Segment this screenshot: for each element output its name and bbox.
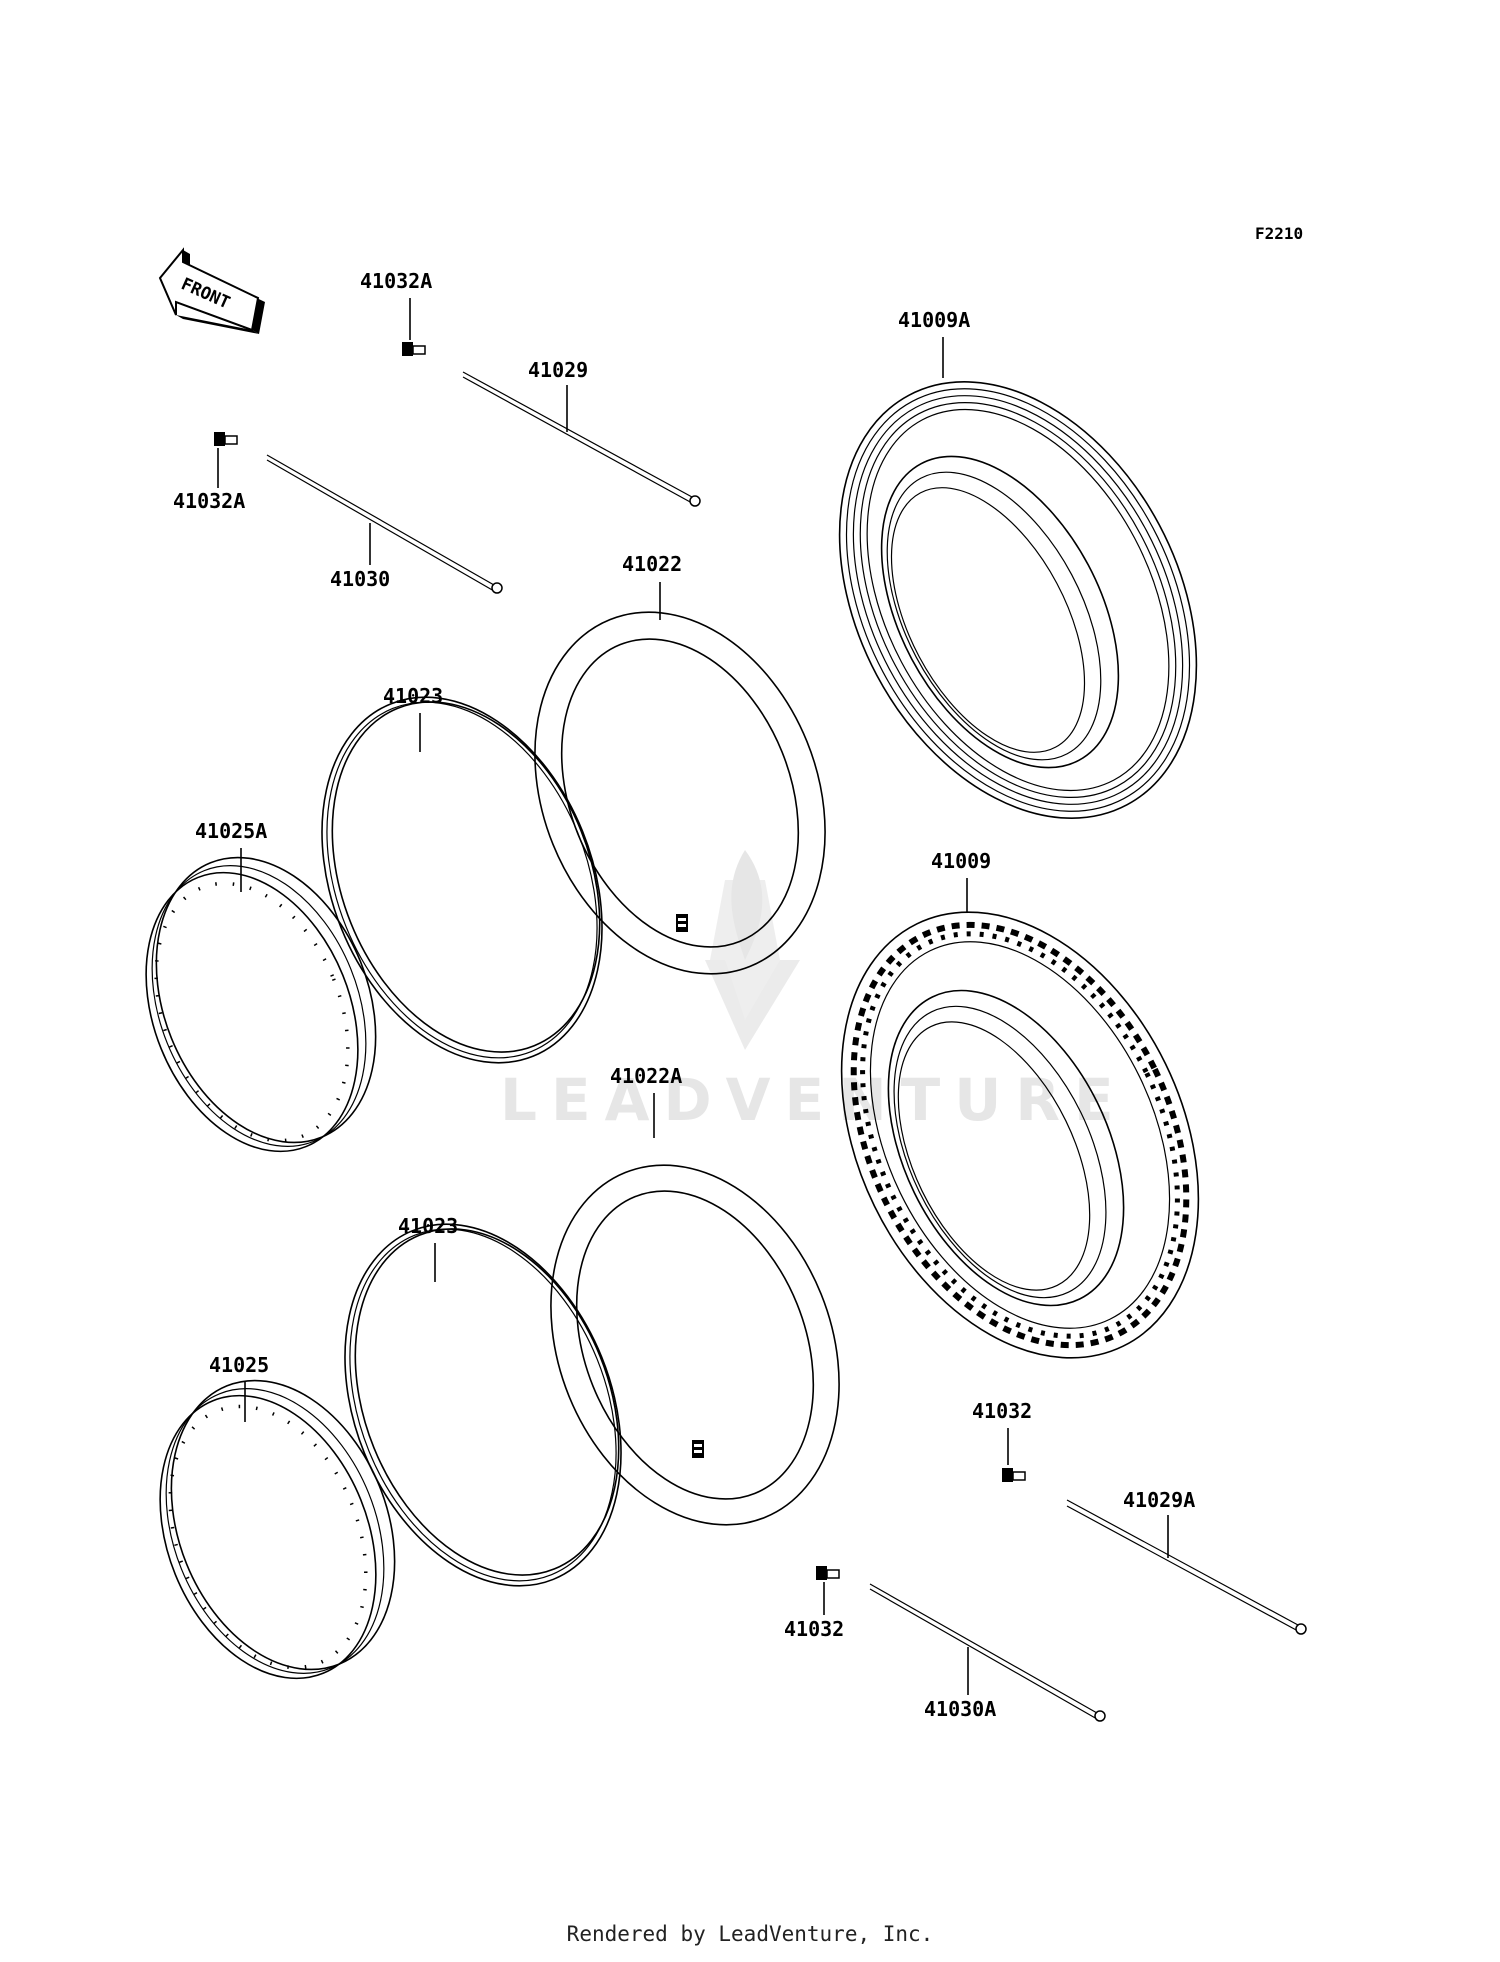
valve-cap-icon	[816, 1566, 840, 1580]
rim-41025a	[145, 856, 377, 1153]
footer-credit: Rendered by LeadVenture, Inc.	[566, 1922, 934, 1946]
watermark-text: LEADVENTURE	[500, 1066, 1128, 1134]
label-41025: 41025	[209, 1353, 269, 1377]
diagram-code: F2210	[1255, 224, 1303, 243]
label-41032-left: 41032	[784, 1617, 844, 1641]
label-41022a: 41022A	[610, 1064, 682, 1088]
watermark-logo	[705, 850, 800, 1050]
label-41029: 41029	[528, 358, 588, 382]
label-41032a-top: 41032A	[360, 269, 432, 293]
tire-41009a	[838, 381, 1198, 819]
spoke-41030a	[869, 1583, 1106, 1722]
spoke-41029a	[1066, 1499, 1307, 1635]
valve-cap-icon	[402, 342, 426, 356]
label-41023-front: 41023	[383, 684, 443, 708]
label-41025a: 41025A	[195, 819, 267, 843]
label-41009: 41009	[931, 849, 991, 873]
label-41030a: 41030A	[924, 1697, 996, 1721]
valve-cap-icon	[1002, 1468, 1026, 1482]
valve-cap-icon	[214, 432, 238, 446]
tube-41022	[534, 611, 826, 975]
label-41009a: 41009A	[898, 308, 970, 332]
label-41023-rear: 41023	[398, 1214, 458, 1238]
tire-41009	[840, 911, 1200, 1359]
label-41030: 41030	[330, 567, 390, 591]
label-41032a-left: 41032A	[173, 489, 245, 513]
rim-band-41023-rear	[344, 1223, 622, 1587]
spoke-41030	[266, 454, 503, 594]
spoke-41029	[462, 371, 701, 507]
label-41029a: 41029A	[1123, 1488, 1195, 1512]
label-41022: 41022	[622, 552, 682, 576]
rim-41025	[159, 1379, 396, 1680]
tube-41022a	[550, 1164, 840, 1526]
front-arrow-icon: FRONT	[158, 247, 265, 334]
label-41032-right: 41032	[972, 1399, 1032, 1423]
rim-band-41023-front	[321, 696, 603, 1064]
